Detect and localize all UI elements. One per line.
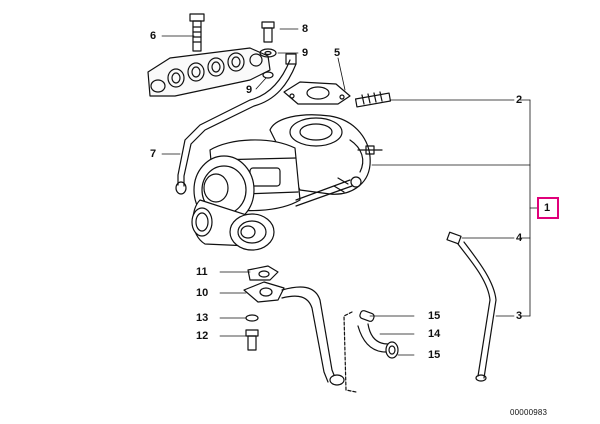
washer-9-lower	[262, 71, 274, 79]
bolt-12	[245, 329, 259, 351]
oil-feed-pipe-7	[175, 53, 297, 195]
bolt-6	[189, 13, 205, 52]
callout-13: 13	[196, 312, 209, 324]
washer-13	[245, 314, 259, 322]
leader-lines	[161, 28, 539, 356]
callout-6: 6	[150, 30, 157, 42]
callout-7: 7	[150, 148, 157, 160]
callout-5: 5	[334, 47, 341, 59]
callout-15-lower: 15	[428, 349, 441, 361]
callout-14: 14	[428, 328, 441, 340]
callout-2: 2	[516, 94, 523, 106]
callout-11: 11	[196, 266, 208, 278]
callout-1: 1	[544, 202, 551, 214]
hose-clamp-15-lower	[385, 341, 399, 359]
callout-1-highlight	[537, 197, 559, 219]
callout-10: 10	[196, 287, 209, 299]
callout-3: 3	[516, 310, 523, 322]
oil-return-gasket-11	[247, 265, 279, 281]
oil-return-pipe-10	[243, 281, 345, 386]
turbocharger	[191, 114, 383, 251]
dashed-bracket	[343, 311, 357, 393]
flange-gasket-5	[283, 81, 351, 105]
hose-14	[357, 323, 389, 353]
washer-9-upper	[259, 48, 277, 58]
hose-clamp-15-upper	[359, 310, 375, 322]
callout-15-upper: 15	[428, 310, 441, 322]
oil-line-4	[446, 231, 497, 382]
exhaust-manifold-gasket	[147, 47, 271, 97]
stud-2	[354, 91, 392, 108]
bolt-8	[261, 21, 275, 43]
diagram-reference-number: 00000983	[510, 408, 548, 417]
callout-9-upper: 9	[302, 47, 309, 59]
callout-12: 12	[196, 330, 209, 342]
callout-4: 4	[516, 232, 523, 244]
callout-9-lower: 9	[246, 84, 253, 96]
callout-8: 8	[302, 23, 309, 35]
